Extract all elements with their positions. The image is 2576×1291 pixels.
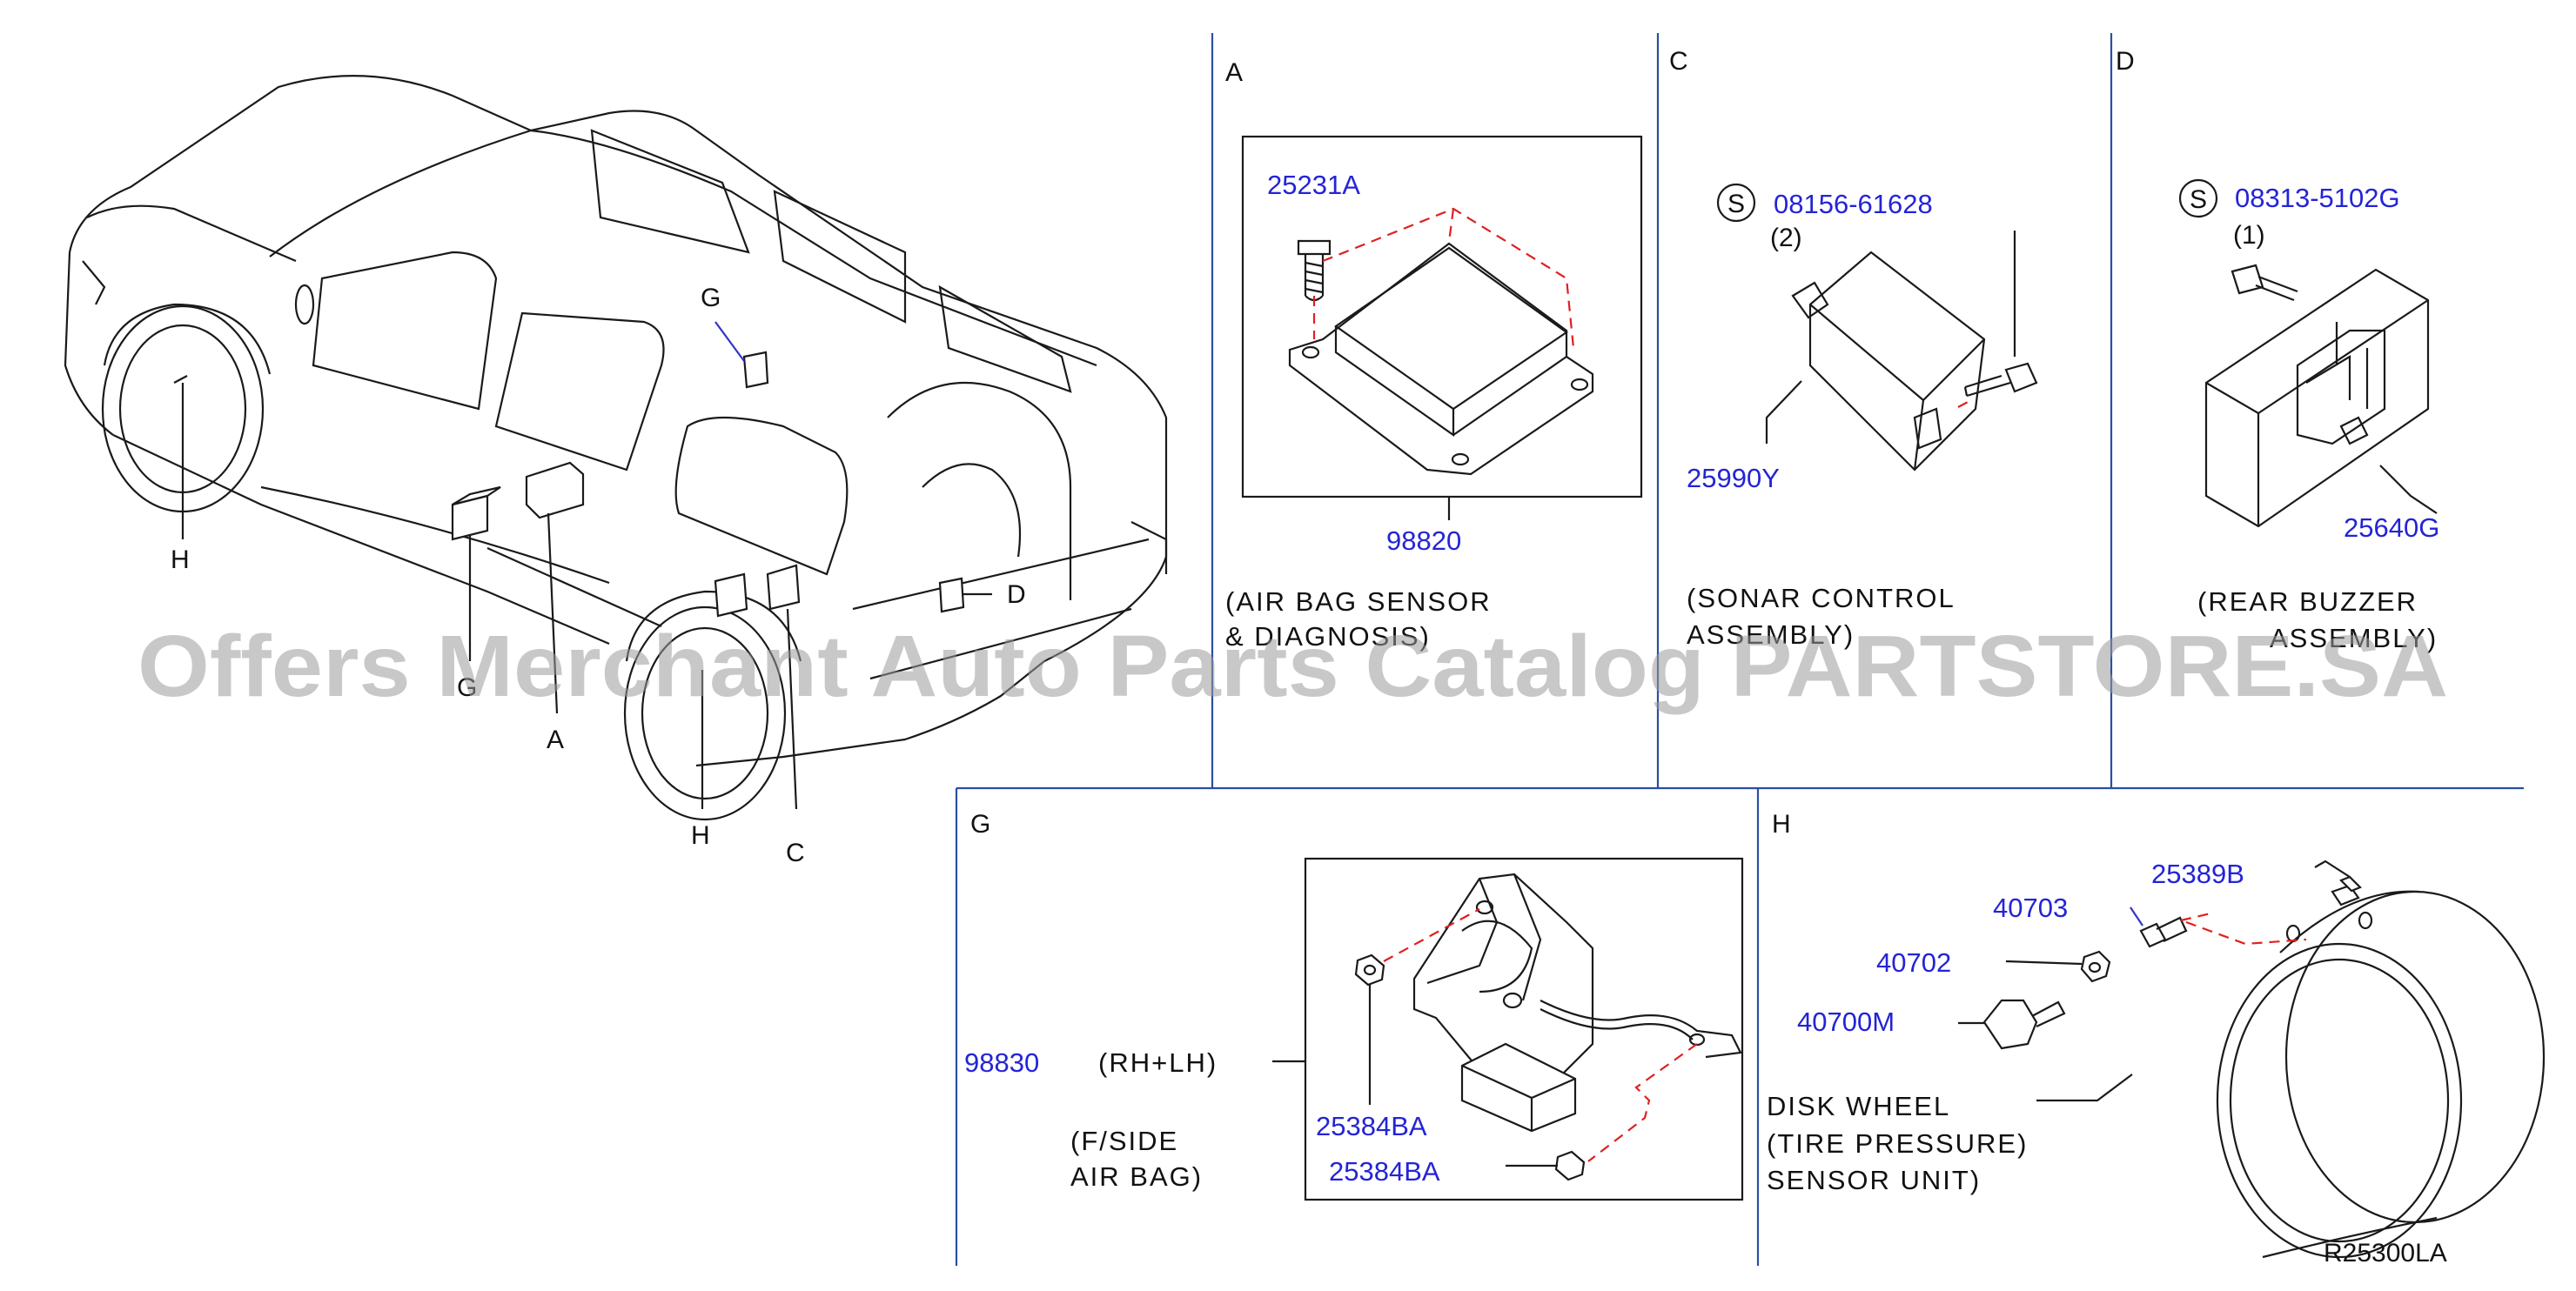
section-c-letter: C: [1669, 47, 1688, 76]
car-label-g-lower[interactable]: G: [457, 673, 477, 702]
section-h-description-line-1: DISK WHEEL: [1767, 1091, 1950, 1121]
section-a-description-line-2: & DIAGNOSIS): [1225, 621, 1431, 652]
watermark-text: Offers Merchant Auto Parts Catalog PARTS…: [138, 618, 2448, 715]
section-c-screw-symbol: S: [1727, 190, 1745, 218]
side-airbag-sensor: [1460, 1042, 1577, 1133]
car-label-a[interactable]: A: [547, 726, 564, 754]
section-c-quantity: (2): [1770, 224, 1802, 252]
section-g-letter: G: [970, 810, 990, 839]
section-g-description-line-1: (F/SIDE: [1070, 1126, 1178, 1156]
section-h-description-line-2: (TIRE PRESSURE): [1767, 1128, 2028, 1159]
section-c-description-line-1: (SONAR CONTROL: [1687, 583, 1955, 613]
section-h-letter: H: [1772, 810, 1791, 839]
section-d-description-line-1: (REAR BUZZER: [2197, 586, 2418, 617]
part-number-98830[interactable]: 98830: [964, 1047, 1039, 1078]
section-c-description-line-2: ASSEMBLY): [1687, 619, 1855, 650]
tire-pressure-sensor: [1982, 999, 2038, 1050]
nut-icon: [1354, 953, 1385, 987]
sonar-control-unit: [1808, 251, 1986, 472]
disk-wheel: [2284, 890, 2546, 1224]
side-airbag-bracket: [1412, 873, 1594, 1089]
bolt-icon: [2004, 362, 2038, 393]
car-label-c[interactable]: C: [786, 839, 805, 867]
bolt-icon: [2231, 264, 2264, 295]
section-a-letter: A: [1225, 58, 1243, 87]
section-g-side-airbag-sensor: G 98830 (RH+LH) (F/SIDE AIR BAG) 25384BA…: [964, 810, 1744, 1201]
section-g-side: (RH+LH): [1098, 1047, 1218, 1078]
part-number-25640g[interactable]: 25640G: [2344, 512, 2439, 543]
part-number-08313-5102g[interactable]: 08313-5102G: [2235, 183, 2400, 213]
panel-dividers: [955, 33, 2524, 1266]
section-h-description-line-3: SENSOR UNIT): [1767, 1165, 1981, 1195]
bolt-icon: [1297, 239, 1332, 256]
car-label-h-rear[interactable]: H: [691, 821, 710, 850]
section-c-sonar-control: C S 08156-61628 (2) 25990Y (SONAR CONTRO…: [1669, 47, 2038, 650]
nut-icon: [1554, 1150, 1586, 1181]
part-number-25384ba-upper[interactable]: 25384BA: [1316, 1111, 1427, 1141]
part-number-25384ba-lower[interactable]: 25384BA: [1329, 1156, 1440, 1187]
section-a-frame: [1241, 135, 1643, 498]
vehicle-overview-drawing: H G G A D H C: [64, 75, 1168, 867]
section-d-quantity: (1): [2233, 221, 2265, 250]
section-g-description-line-2: AIR BAG): [1070, 1161, 1203, 1192]
rear-buzzer-unit: [2204, 268, 2430, 528]
section-g-frame: [1304, 857, 1744, 1201]
nut-icon: [2080, 950, 2111, 983]
part-number-25231a[interactable]: 25231A: [1267, 170, 1360, 200]
section-a-airbag-sensor: A 25231A 98820 (AIR BAG SENSOR & DIAGNOS…: [1225, 58, 1643, 652]
part-number-25990y[interactable]: 25990Y: [1687, 463, 1780, 493]
airbag-sensor-module: [1288, 242, 1594, 476]
part-number-25389b[interactable]: 25389B: [2151, 859, 2244, 889]
car-label-d[interactable]: D: [1007, 580, 1026, 609]
part-number-98820[interactable]: 98820: [1386, 525, 1461, 556]
screw-symbol-icon: [1716, 183, 1756, 223]
part-number-40703[interactable]: 40703: [1993, 893, 2068, 923]
part-number-40702[interactable]: 40702: [1876, 947, 1951, 978]
section-d-description-line-2: ASSEMBLY): [2270, 623, 2438, 653]
part-number-40700m[interactable]: 40700M: [1797, 1007, 1895, 1037]
section-d-screw-symbol: S: [2190, 185, 2207, 214]
section-d-rear-buzzer: D S 08313-5102G (1) 25640G (REAR BUZZER …: [2116, 47, 2439, 653]
screw-symbol-icon: [2178, 178, 2218, 218]
car-label-h-front[interactable]: H: [171, 545, 190, 574]
section-d-letter: D: [2116, 47, 2135, 76]
section-h-tire-pressure-sensor: H 25389B 40703 40702 40700M DISK W: [1767, 810, 2546, 1259]
car-label-g-roof[interactable]: G: [701, 284, 721, 312]
section-a-description-line-1: (AIR BAG SENSOR: [1225, 586, 1492, 617]
part-number-08156-61628[interactable]: 08156-61628: [1774, 189, 1933, 219]
diagram-code: R25300LA: [2324, 1239, 2447, 1268]
